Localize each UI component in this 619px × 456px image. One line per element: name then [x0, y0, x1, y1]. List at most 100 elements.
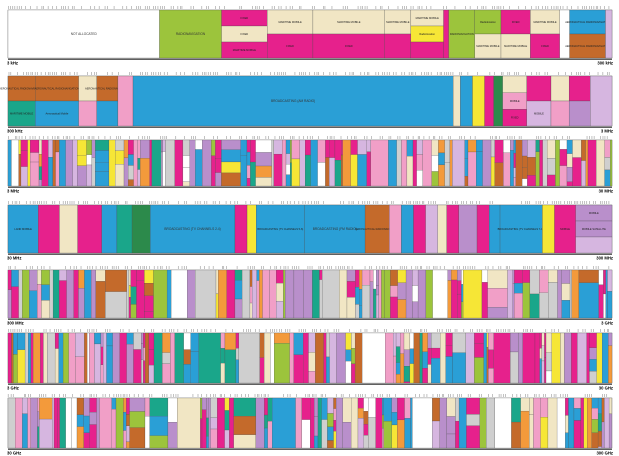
allocation-block — [578, 282, 599, 319]
allocation-block — [608, 413, 612, 449]
allocation-block — [513, 177, 516, 187]
allocation-block — [487, 288, 508, 308]
allocation-block — [404, 418, 411, 449]
allocation-block — [83, 432, 90, 449]
allocation-block — [255, 177, 272, 187]
allocation-block — [273, 153, 283, 187]
allocation-block — [409, 332, 415, 349]
allocation-block — [264, 414, 268, 429]
allocation-block — [131, 204, 151, 254]
allocation-block — [390, 285, 398, 298]
allocation-block — [77, 139, 87, 156]
allocation-label: BROADCASTING (FM RADIO) — [313, 227, 357, 231]
allocation-block — [224, 397, 230, 411]
allocation-label: MARITIME MOBILE — [278, 20, 301, 24]
allocation-block — [321, 419, 328, 449]
allocation-label: BROADCASTING (AM RADIO) — [271, 99, 315, 103]
allocation-block — [559, 149, 568, 166]
allocation-block — [17, 332, 26, 350]
allocation-block — [195, 139, 203, 150]
allocation-block — [200, 397, 203, 419]
allocation-block — [487, 307, 508, 319]
allocation-block — [267, 397, 273, 422]
allocation-block — [403, 349, 411, 367]
allocation-block — [335, 397, 343, 449]
allocation-block — [123, 139, 129, 159]
allocation-block — [78, 100, 97, 127]
allocation-block — [457, 280, 462, 295]
allocation-block — [596, 139, 605, 187]
allocation-block — [368, 417, 376, 449]
allocation-block — [409, 348, 415, 364]
allocation-block — [325, 139, 330, 158]
allocation-block — [581, 160, 586, 187]
allocation-block — [53, 397, 58, 449]
allocation-block — [431, 139, 439, 156]
allocation-block — [240, 155, 248, 187]
allocation-block — [601, 397, 605, 423]
allocation-block — [514, 269, 523, 284]
allocation-block — [206, 436, 209, 449]
allocation-block — [259, 357, 265, 384]
allocation-block — [467, 139, 477, 153]
allocation-block — [476, 139, 483, 152]
allocation-block — [7, 204, 39, 254]
allocation-block — [403, 381, 411, 384]
allocation-block — [327, 413, 334, 428]
allocation-block — [272, 397, 296, 449]
allocation-block — [342, 422, 352, 449]
allocation-block — [143, 347, 146, 361]
allocation-block — [564, 332, 572, 384]
allocation-block — [568, 397, 575, 449]
allocation-block — [249, 302, 253, 319]
allocation-block — [364, 204, 390, 254]
allocation-block — [514, 293, 523, 319]
allocation-label: MARITIME MOBILE — [386, 20, 409, 24]
allocation-block — [285, 139, 291, 154]
allocation-block — [38, 166, 43, 180]
allocation-block — [195, 269, 217, 319]
allocation-block — [255, 165, 272, 178]
allocation-label: MOBILE — [534, 112, 544, 116]
allocation-block — [602, 332, 609, 384]
allocation-block — [568, 100, 591, 127]
allocation-block — [361, 269, 371, 286]
allocation-block — [397, 397, 405, 421]
allocation-block — [149, 435, 169, 449]
allocation-block — [128, 285, 131, 298]
allocation-block — [597, 446, 602, 449]
allocation-block — [395, 362, 401, 375]
allocation-block — [581, 139, 586, 161]
allocation-block — [603, 293, 606, 319]
allocation-block — [566, 153, 573, 168]
allocation-block — [220, 363, 226, 384]
allocation-block — [482, 139, 492, 187]
allocation-block — [37, 284, 42, 319]
allocation-block — [413, 204, 426, 254]
allocation-block — [128, 154, 134, 166]
allocation-block — [101, 204, 118, 254]
allocation-block — [530, 9, 560, 35]
allocation-block — [559, 165, 568, 187]
allocation-block — [382, 428, 384, 449]
allocation-block — [233, 416, 257, 435]
allocation-label: RADIONAVIGATION — [176, 32, 206, 36]
allocation-block — [220, 348, 226, 364]
allocation-block — [144, 295, 154, 312]
allocation-block — [522, 139, 528, 157]
allocation-block — [395, 346, 401, 363]
allocation-block — [37, 397, 40, 412]
allocation-block — [355, 287, 360, 305]
allocation-block — [22, 397, 28, 414]
allocation-block — [38, 154, 43, 167]
allocation-block — [325, 157, 330, 187]
allocation-block — [507, 269, 513, 319]
allocation-block — [30, 152, 40, 163]
allocation-block — [206, 397, 209, 419]
allocation-label: FIXED — [345, 44, 353, 48]
allocation-block — [355, 269, 360, 288]
allocation-block — [130, 304, 137, 319]
allocation-block — [256, 269, 260, 281]
